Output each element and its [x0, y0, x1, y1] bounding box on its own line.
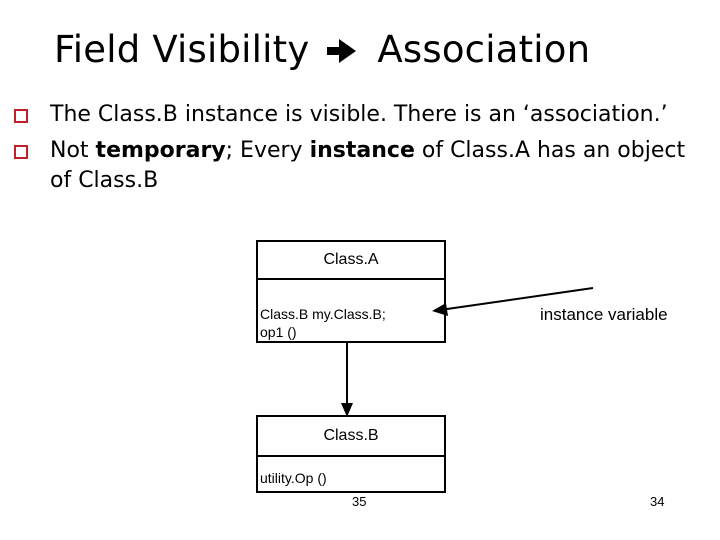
- bullet-text-1: The Class.B instance is visible. There i…: [50, 102, 668, 127]
- page-number-left: 35: [352, 494, 367, 509]
- page-number-right: 34: [650, 494, 665, 509]
- bullet-2-part-5: of Class.A has an object of Class.B: [50, 138, 686, 193]
- class-a-operation: op1 (): [260, 324, 297, 340]
- bullet-item-2: Not temporary; Every instance of Class.A…: [12, 136, 712, 196]
- class-a-box: Class.A Class.B my.Class.B; op1 (): [256, 240, 446, 343]
- class-a-attribute: Class.B my.Class.B;: [260, 306, 386, 322]
- instance-variable-label: instance variable: [540, 305, 668, 324]
- association-arrow: [341, 341, 353, 417]
- bullet-2-bold-instance: instance: [309, 138, 415, 163]
- slide-title: Field Visibility Association: [54, 28, 590, 73]
- arrow-right-icon: [327, 30, 357, 73]
- annotation-pointer-arrow: [432, 287, 594, 316]
- class-a-members: Class.B my.Class.B; op1 (): [258, 280, 444, 341]
- bullet-2-part-1: Not: [50, 138, 96, 163]
- class-b-members: utility.Op (): [258, 457, 444, 487]
- class-b-name: Class.B: [258, 417, 444, 457]
- hollow-square-bullet-icon: [14, 145, 28, 159]
- class-a-name: Class.A: [258, 242, 444, 280]
- bullet-2-part-3: ; Every: [225, 138, 310, 163]
- hollow-square-bullet-icon: [14, 109, 28, 123]
- bullet-2-bold-temporary: temporary: [95, 138, 226, 163]
- title-left-text: Field Visibility: [54, 28, 310, 71]
- bullet-text-2: Not temporary; Every instance of Class.A…: [50, 138, 685, 193]
- title-right-text: Association: [377, 28, 591, 71]
- class-b-box: Class.B utility.Op (): [256, 415, 446, 493]
- bullet-1-text: The Class.B instance is visible. There i…: [50, 102, 668, 127]
- bullet-list: The Class.B instance is visible. There i…: [12, 100, 712, 202]
- bullet-item-1: The Class.B instance is visible. There i…: [12, 100, 712, 130]
- class-b-operation: utility.Op (): [260, 470, 327, 486]
